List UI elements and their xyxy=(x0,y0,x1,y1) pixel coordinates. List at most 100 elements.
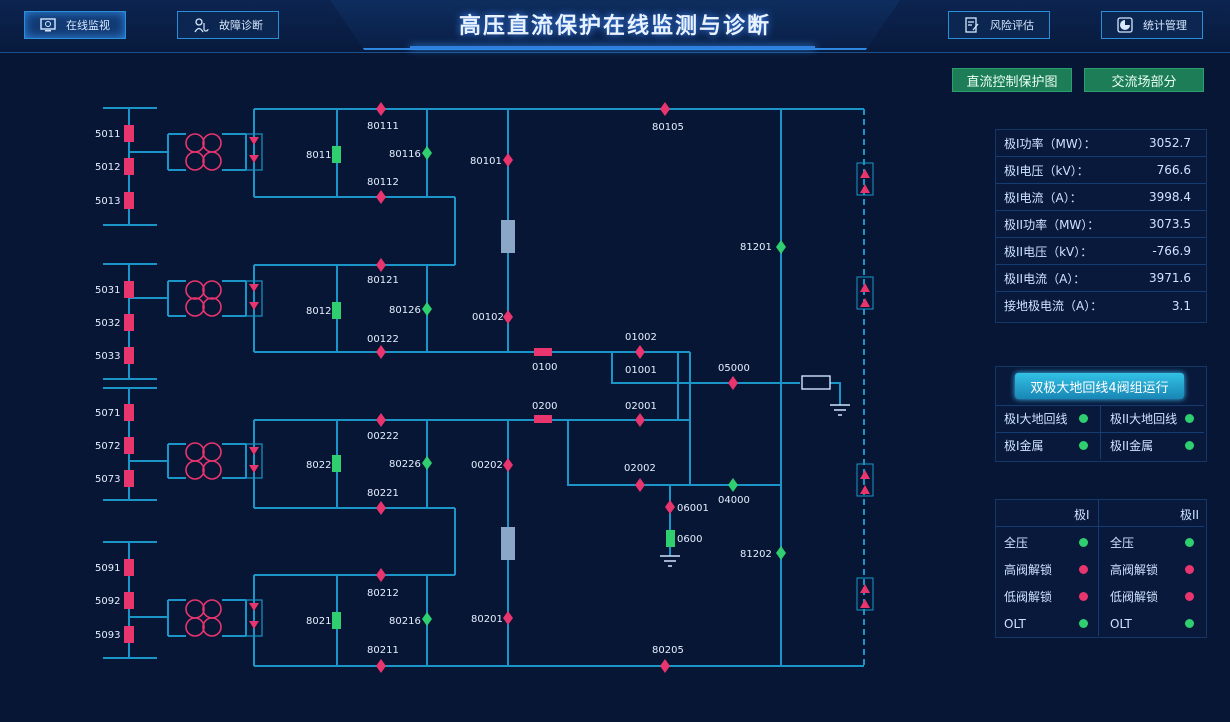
switch-label: 01001 xyxy=(625,365,657,376)
nav-statistics[interactable]: 统计管理 xyxy=(1101,11,1203,39)
status-row-pole1: 低阀解锁 xyxy=(996,583,1100,610)
nav-label: 统计管理 xyxy=(1143,19,1187,32)
status-dot xyxy=(1079,414,1088,423)
status-dot xyxy=(1079,592,1088,601)
nav-fault-diagnosis[interactable]: 故障诊断 xyxy=(177,11,279,39)
metric-value: -766.9 xyxy=(1152,244,1191,258)
mode-item: 极II金属 xyxy=(1102,432,1206,459)
valves xyxy=(245,133,263,637)
bus-label: 5031 xyxy=(95,285,120,296)
switch-label: 80226 xyxy=(389,459,421,470)
switch-label: 81201 xyxy=(740,242,772,253)
bus-label: 5072 xyxy=(95,441,120,452)
converter-8011 xyxy=(332,146,341,163)
switch-label: 80112 xyxy=(367,177,399,188)
switch-0100 xyxy=(534,348,552,356)
status-label: OLT xyxy=(1004,616,1026,631)
metric-label: 极II电压（kV）： xyxy=(1004,244,1093,259)
metric-value: 3998.4 xyxy=(1149,190,1191,204)
metric-row: 极II电压（kV）： -766.9 xyxy=(996,238,1206,265)
nav-risk-assessment[interactable]: 风险评估 xyxy=(948,11,1050,39)
divider xyxy=(996,526,1204,527)
switch-label: 04000 xyxy=(718,495,750,506)
status-row-pole1: 高阀解锁 xyxy=(996,556,1100,583)
metric-value: 3.1 xyxy=(1171,298,1191,313)
metric-label: 极I电流（A）： xyxy=(1004,190,1082,205)
switch-label: 00222 xyxy=(367,431,399,442)
switch-label: 80105 xyxy=(652,122,684,133)
switch-label: 80221 xyxy=(367,488,399,499)
status-row-pole2: 低阀解锁 xyxy=(1102,583,1206,610)
mode-item-label: 极II大地回线 xyxy=(1110,412,1178,426)
bus-label: 5011 xyxy=(95,129,120,140)
nav-label: 在线监视 xyxy=(66,19,110,32)
arresters xyxy=(856,162,874,611)
switch-0200 xyxy=(534,415,552,423)
bus-label: 5092 xyxy=(95,596,120,607)
status-dot xyxy=(1079,565,1088,574)
status-row-pole1: OLT xyxy=(996,610,1100,637)
monitor-icon xyxy=(40,17,56,33)
status-label: OLT xyxy=(1110,616,1132,631)
nav-online-monitor[interactable]: 在线监视 xyxy=(24,11,126,39)
switch-label: 0200 xyxy=(532,401,557,412)
status-dot xyxy=(1185,441,1194,450)
smoothing-reactor-pole1 xyxy=(501,220,515,253)
ac-section-button[interactable]: 交流场部分 xyxy=(1084,68,1204,92)
switch-label: 0100 xyxy=(532,362,557,373)
converter-label: 8012 xyxy=(306,306,331,317)
bus-label: 5093 xyxy=(95,630,120,641)
transformers xyxy=(185,133,222,637)
mode-item: 极I大地回线 xyxy=(996,405,1100,432)
diagnosis-icon xyxy=(193,17,209,33)
status-row-pole2: OLT xyxy=(1102,610,1206,637)
status-dot xyxy=(1079,538,1088,547)
switch-label: 00202 xyxy=(471,460,503,471)
status-dot xyxy=(1185,565,1194,574)
pole-status-panel xyxy=(995,499,1207,638)
nav-label: 风险评估 xyxy=(990,19,1034,32)
divider xyxy=(1100,405,1101,459)
page-title: 高压直流保护在线监测与诊断 xyxy=(458,14,771,39)
divider xyxy=(1098,500,1099,636)
switch-label: 80111 xyxy=(367,121,399,132)
smoothing-reactor-pole2 xyxy=(501,527,515,560)
switch-label: 80121 xyxy=(367,275,399,286)
metric-row: 极II电流（A）：3971.6 xyxy=(996,265,1206,292)
converters xyxy=(332,146,675,629)
mode-item-label: 极II金属 xyxy=(1110,439,1154,453)
switch-label: 02001 xyxy=(625,401,657,412)
pole2-header: 极II xyxy=(1180,508,1200,522)
title-underline xyxy=(410,46,815,49)
switch-label: 80216 xyxy=(389,616,421,627)
ground-icon xyxy=(660,404,850,567)
breaker-5093 xyxy=(124,626,134,643)
switch-label: 06001 xyxy=(677,503,709,514)
operating-mode-button[interactable]: 双极大地回线4阀组运行 xyxy=(1015,373,1184,399)
mode-item: 极I金属 xyxy=(996,432,1100,459)
status-dot xyxy=(1185,619,1194,628)
status-row-pole2: 全压 xyxy=(1102,529,1206,556)
converter-8012 xyxy=(332,302,341,319)
converter-label: 8022 xyxy=(306,460,331,471)
dc-protection-button[interactable]: 直流控制保护图 xyxy=(952,68,1072,92)
status-dot xyxy=(1185,414,1194,423)
metric-row: 接地极电流（A）：3.1 xyxy=(996,292,1206,319)
breaker-5013 xyxy=(124,192,134,209)
converter-8022 xyxy=(332,455,341,472)
switch-label: 01002 xyxy=(625,332,657,343)
bus-label: 5032 xyxy=(95,318,120,329)
converter-label: 8021 xyxy=(306,616,331,627)
breaker-5032 xyxy=(124,314,134,331)
breaker-5012 xyxy=(124,158,134,175)
nav-label: 故障诊断 xyxy=(219,19,263,32)
switch-label: 02002 xyxy=(624,463,656,474)
bus-label: 5091 xyxy=(95,563,120,574)
status-dot xyxy=(1079,441,1088,450)
switch-label: 0600 xyxy=(677,534,702,545)
metric-label: 极I电压（kV）： xyxy=(1004,163,1089,178)
status-dot xyxy=(1185,538,1194,547)
mode-item-label: 极I大地回线 xyxy=(1004,412,1068,426)
bus-label: 5012 xyxy=(95,162,120,173)
